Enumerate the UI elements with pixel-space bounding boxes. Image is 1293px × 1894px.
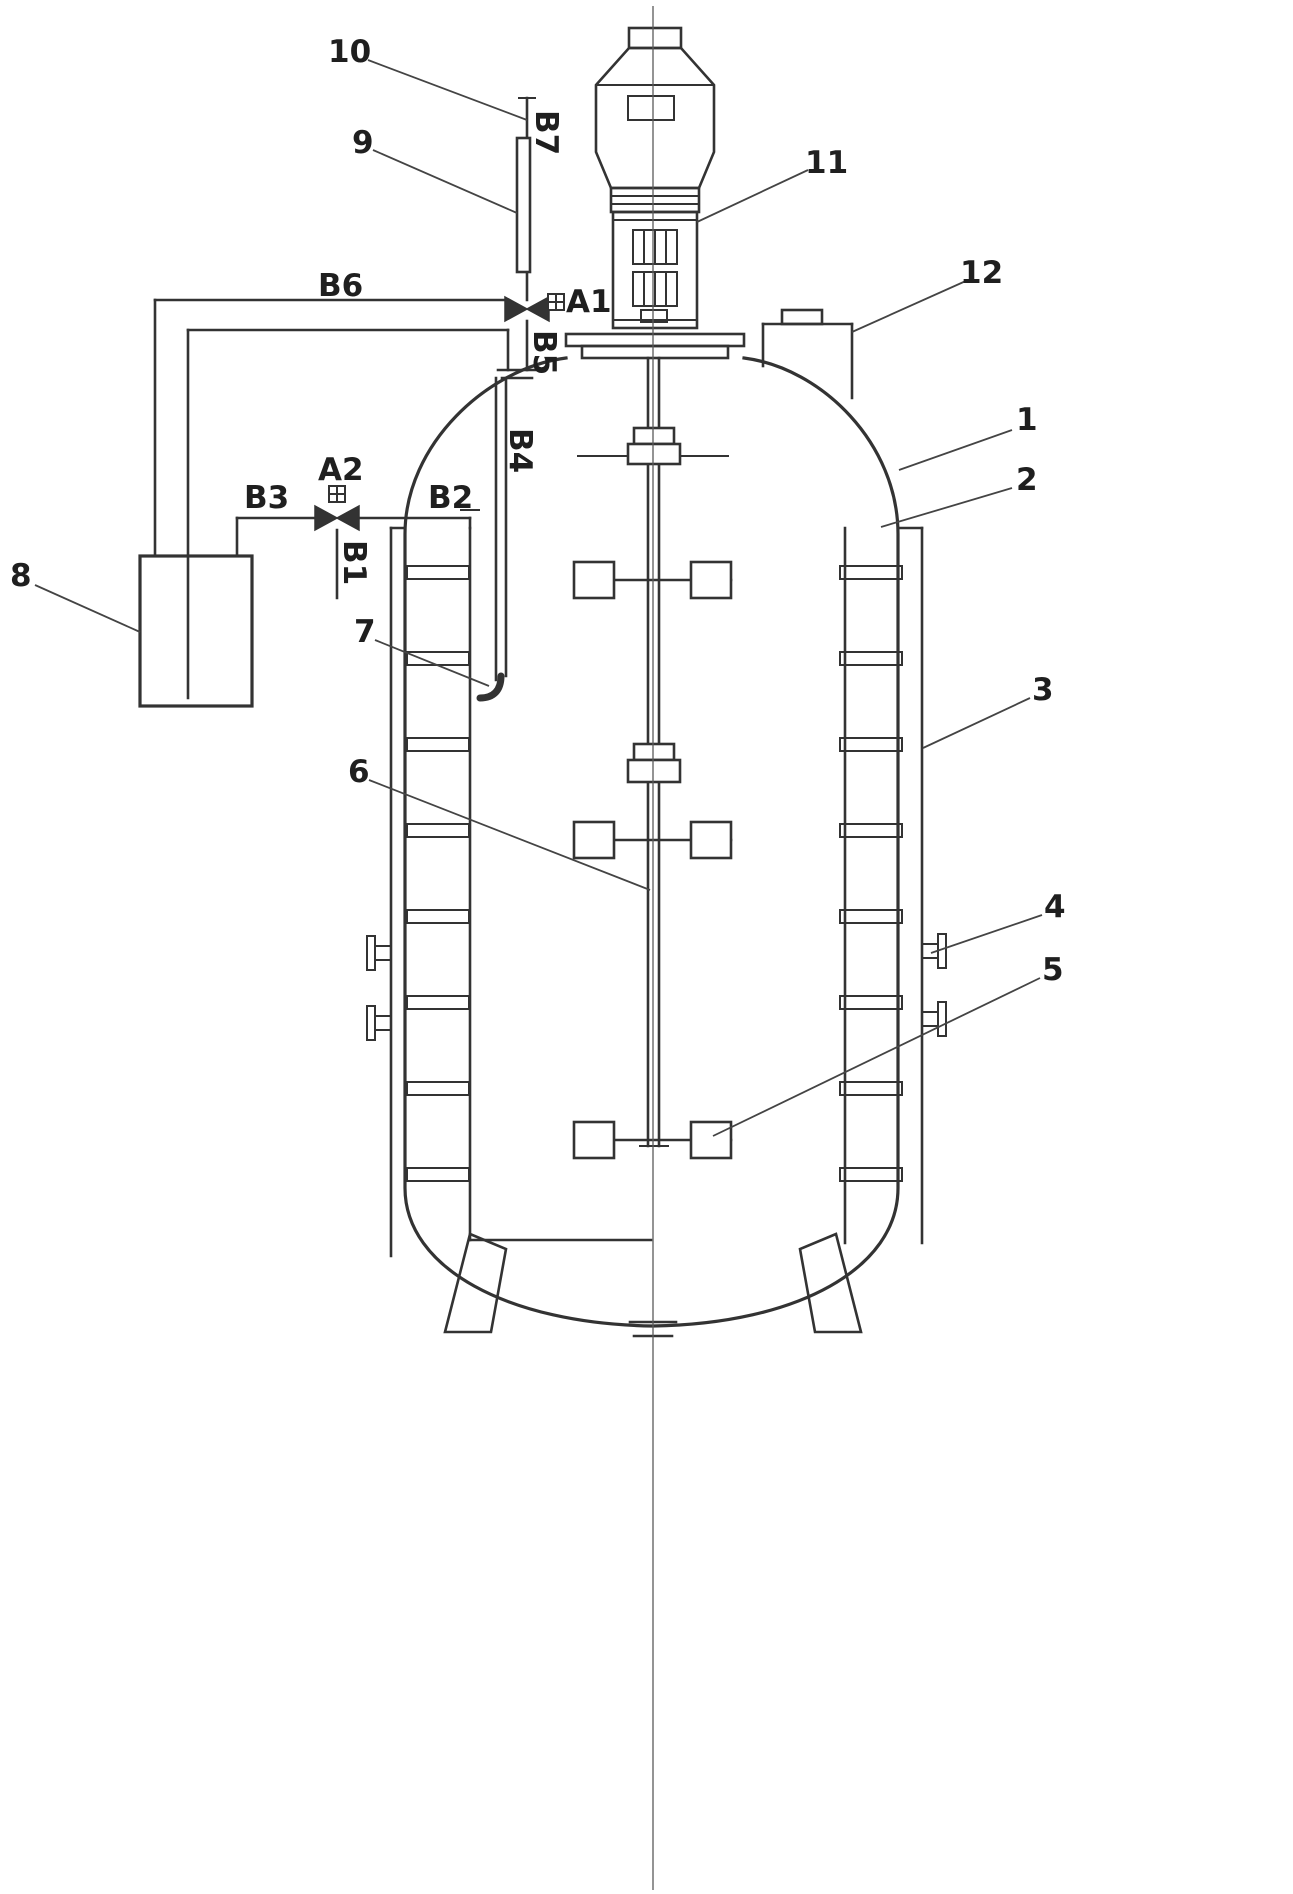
label-12: 12 (960, 255, 1003, 291)
leader-line-10 (367, 59, 528, 121)
agitator-shaft (577, 356, 729, 1148)
label-10: 10 (328, 34, 371, 70)
pipe-b6 (153, 298, 510, 700)
label-b4: B4 (502, 428, 538, 473)
leader-line-7 (374, 639, 490, 687)
jacket-side-nozzles (366, 933, 947, 1041)
leader-line-9 (372, 149, 518, 214)
impeller-bottom (572, 1120, 733, 1160)
labels: 10 9 11 12 1 2 3 4 5 6 7 8 A1 A2 B6 B3 B… (10, 34, 1066, 988)
label-3: 3 (1032, 672, 1054, 708)
leg-right (798, 1232, 863, 1334)
valve-a1 (504, 293, 565, 323)
label-b6: B6 (318, 268, 363, 304)
manhole-nozzle (761, 308, 854, 400)
label-b1: B1 (336, 540, 372, 585)
label-b3: B3 (244, 480, 289, 516)
label-b5: B5 (526, 330, 562, 375)
nozzle-left-lower (366, 1005, 392, 1041)
valve-a2-actuator (328, 485, 346, 503)
label-7: 7 (354, 614, 376, 650)
jacket-left (389, 526, 653, 1258)
leader-line-11 (696, 169, 809, 223)
impeller-top (572, 560, 733, 600)
impeller-middle (572, 820, 733, 860)
vessel-shell (403, 356, 900, 1328)
leader-line-4 (930, 914, 1043, 954)
leader-line-6 (368, 779, 651, 891)
label-2: 2 (1016, 462, 1038, 498)
label-a1: A1 (566, 284, 612, 320)
pipe-b3 (235, 516, 317, 558)
sight-glass (515, 96, 536, 302)
leg-left (443, 1232, 508, 1334)
label-b2: B2 (428, 480, 473, 516)
label-a2: A2 (318, 452, 364, 488)
shaft-coupling-lower (626, 742, 682, 784)
impellers (572, 560, 733, 1160)
leader-line-5 (712, 977, 1041, 1137)
motor-stand-window (632, 229, 678, 307)
label-1: 1 (1016, 402, 1038, 438)
label-6: 6 (348, 754, 370, 790)
jacket-right (839, 526, 924, 1245)
shaft-coupling-upper (626, 426, 682, 466)
motor-assembly (594, 26, 716, 330)
leader-lines (34, 59, 1043, 1137)
label-11: 11 (805, 145, 848, 181)
label-4: 4 (1044, 889, 1066, 925)
pipe-b2 (357, 509, 480, 530)
nozzle-left-upper (366, 935, 392, 971)
support-legs (443, 1232, 863, 1334)
label-9: 9 (352, 125, 374, 161)
label-5: 5 (1042, 952, 1064, 988)
nozzle-right-upper (921, 933, 947, 969)
leader-line-1 (898, 429, 1013, 471)
label-b7: B7 (528, 110, 564, 155)
leader-line-8 (34, 584, 141, 633)
feed-tank (138, 554, 254, 708)
leader-line-3 (922, 697, 1031, 749)
valve-a2 (314, 485, 360, 532)
leader-line-2 (880, 487, 1013, 528)
valve-a1-actuator (547, 293, 565, 311)
dip-tube-b4 (476, 376, 508, 702)
label-8: 8 (10, 558, 32, 594)
nozzle-right-lower (921, 1001, 947, 1037)
leader-line-12 (851, 279, 969, 333)
spray-hook (476, 672, 505, 702)
top-flange (564, 332, 746, 360)
